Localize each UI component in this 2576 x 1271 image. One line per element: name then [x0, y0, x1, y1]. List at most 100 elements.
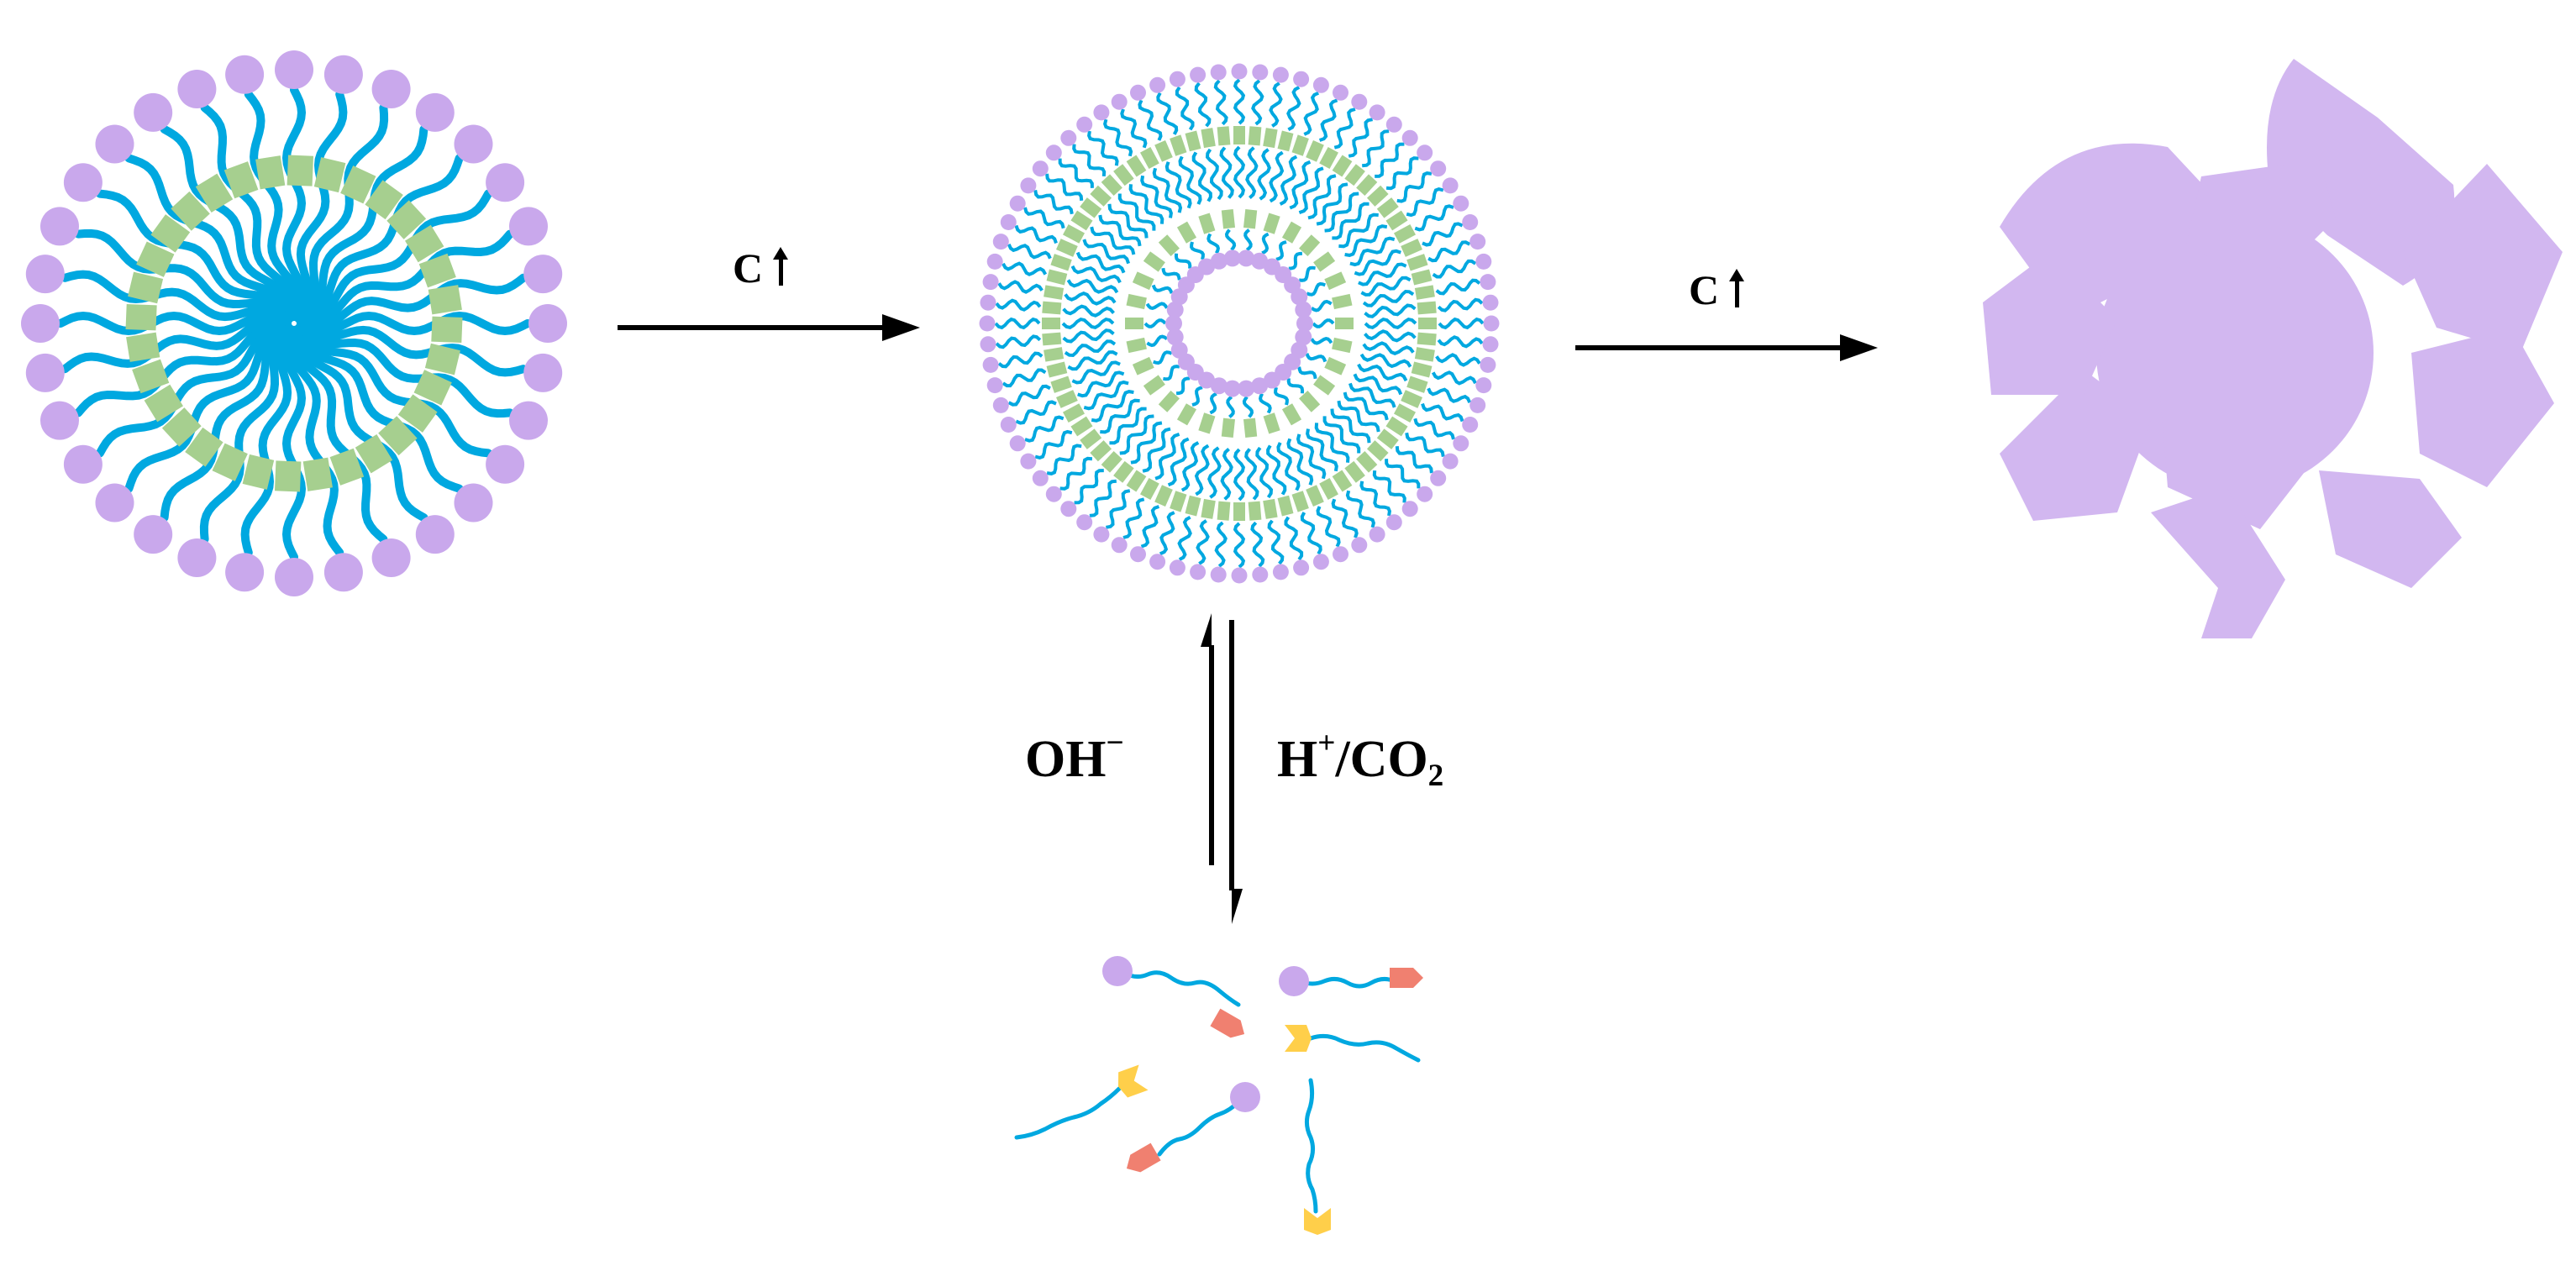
outer-head	[1272, 66, 1289, 83]
outer-leaflet-tail	[1233, 522, 1246, 569]
hydroxide-label: OH−	[1025, 727, 1124, 785]
inner-tail	[1117, 193, 1156, 231]
inner-tail	[1142, 427, 1171, 473]
monomer-spacer	[1210, 1008, 1245, 1038]
outer-leaflet-tail	[1396, 171, 1433, 203]
outer-spacer	[1417, 332, 1437, 346]
surfactant-head	[486, 444, 525, 484]
outer-head	[982, 356, 999, 373]
inner-tail	[1353, 373, 1403, 396]
outer-spacer	[1056, 390, 1078, 408]
outer-spacer	[1291, 134, 1309, 156]
outer-leaflet-tail	[1024, 415, 1065, 443]
monomer-spacer	[1390, 968, 1423, 988]
outer-head	[1020, 453, 1037, 470]
free-surfactant-monomers-icon	[1014, 956, 1423, 1235]
monomer-tail	[1308, 1033, 1421, 1063]
outer-leaflet-tail	[995, 334, 1042, 349]
outer-spacer	[1062, 224, 1086, 244]
outer-leaflet-tail	[995, 298, 1042, 312]
outer-spacer	[1217, 501, 1231, 521]
outer-spacer	[1376, 428, 1399, 449]
surfactant-head	[134, 92, 173, 132]
inner-tail	[1245, 146, 1259, 199]
outer-spacer	[1062, 403, 1086, 423]
inner-tail	[1107, 203, 1149, 239]
inner-spacer	[1243, 209, 1258, 229]
inner-tail	[1354, 249, 1401, 276]
spacer-group	[431, 316, 463, 344]
outer-spacer	[1140, 146, 1159, 170]
spacer-group	[287, 155, 314, 186]
spacer-group	[150, 214, 191, 253]
outer-leaflet-tail	[1159, 511, 1175, 556]
outer-leaflet-tail	[1375, 142, 1405, 178]
inner-leaflet-tail	[1175, 376, 1191, 396]
spacer-group	[171, 191, 210, 231]
surfactant-head	[134, 515, 173, 554]
outer-spacer	[1056, 239, 1078, 257]
outer-spacer	[1201, 128, 1216, 149]
spacer-group	[185, 427, 223, 467]
co2-text: /CO	[1335, 730, 1428, 788]
outer-leaflet-tail	[1372, 470, 1406, 503]
spacer-group	[223, 161, 259, 199]
outer-leaflet-tail	[1348, 118, 1373, 158]
outer-head	[1442, 177, 1459, 194]
surfactant-head	[323, 55, 363, 94]
outer-spacer	[1332, 155, 1353, 177]
hydroxide-charge: −	[1106, 726, 1124, 760]
surfactant-head	[63, 163, 103, 202]
spacer-group	[274, 460, 302, 492]
outer-spacer	[1101, 450, 1122, 473]
outer-head	[980, 336, 996, 353]
proton-charge: +	[1317, 726, 1336, 760]
outer-leaflet-tail	[1267, 519, 1285, 565]
outer-head	[1111, 93, 1128, 110]
inner-tail	[1077, 370, 1125, 398]
inner-tail	[1090, 226, 1136, 255]
outer-leaflet-tail	[1007, 384, 1051, 407]
spacer-group	[242, 454, 275, 490]
surfactant-tail	[295, 323, 493, 458]
aggregate-lobe	[2151, 487, 2285, 638]
inner-spacer	[1176, 221, 1197, 244]
outer-leaflet-tail	[1406, 187, 1444, 218]
outer-leaflet-tail	[1087, 130, 1119, 166]
outer-leaflet-tail	[1074, 469, 1104, 505]
inner-tail	[1344, 224, 1388, 257]
inner-leaflet-tail	[1224, 228, 1237, 251]
inner-head	[1251, 252, 1269, 270]
outer-spacer	[1417, 301, 1437, 315]
inner-head	[1238, 380, 1255, 397]
surfactant-head	[275, 558, 313, 596]
inner-spacer	[1126, 293, 1147, 310]
outer-leaflet-tail	[1007, 243, 1052, 260]
inner-spacer	[1143, 375, 1165, 396]
surfactant-head	[509, 401, 548, 440]
surfactant-tail	[74, 228, 292, 325]
outer-head	[1076, 116, 1093, 133]
inner-head	[1251, 377, 1269, 395]
outer-spacer	[1080, 428, 1102, 449]
surfactant-tail	[244, 90, 301, 322]
inner-tail	[1359, 353, 1412, 369]
spacer-group	[126, 332, 160, 362]
outer-head	[1480, 356, 1496, 373]
outer-spacer	[1090, 185, 1112, 207]
outer-leaflet-tail	[1284, 516, 1304, 561]
outer-leaflet-tail	[1435, 353, 1481, 367]
outer-leaflet-tail	[1177, 515, 1192, 561]
surfactant-tail	[124, 154, 294, 323]
surfactant-tail	[124, 323, 294, 493]
surfactant-tail	[281, 326, 307, 561]
outer-spacer	[1101, 174, 1122, 197]
outer-spacer	[1344, 164, 1365, 186]
inner-tail	[1119, 414, 1154, 455]
aggregate-lobe	[2411, 328, 2554, 487]
outer-leaflet-tail	[1122, 497, 1145, 539]
outer-spacer	[1042, 318, 1060, 329]
inner-tail	[1298, 166, 1324, 214]
inner-leaflet-tail	[1207, 233, 1220, 255]
